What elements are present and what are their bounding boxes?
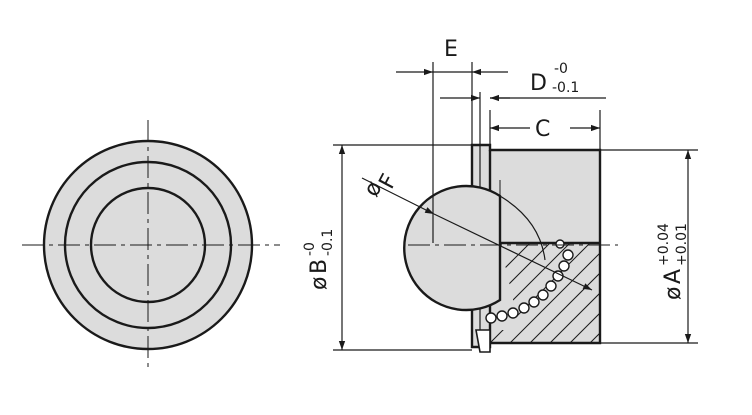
label-a: A (661, 269, 686, 284)
bottom-lip (475, 329, 491, 353)
label-b-upper-tol: -0 (302, 242, 318, 256)
label-c: C (535, 117, 550, 142)
bearing-balls (485, 239, 574, 324)
label-b: B (307, 259, 332, 274)
label-a-lower-tol: +0.01 (674, 223, 690, 266)
main-ball (403, 184, 502, 312)
label-a-upper-tol: +0.04 (656, 223, 672, 266)
label-a-prefix: ø (661, 287, 686, 300)
front-view (22, 120, 280, 372)
label-d: D (530, 71, 547, 96)
ball-seat-curve (499, 195, 546, 261)
dim-f-leader (361, 177, 435, 215)
label-e: E (444, 37, 458, 62)
dimension-lines (333, 62, 698, 351)
label-b-lower-tol: -0.1 (320, 229, 336, 256)
label-d-upper-tol: -0 (554, 61, 568, 77)
dim-f-line (433, 213, 593, 291)
section-view (403, 143, 618, 353)
label-b-prefix: ø (307, 277, 332, 290)
label-d-lower-tol: -0.1 (552, 80, 579, 96)
